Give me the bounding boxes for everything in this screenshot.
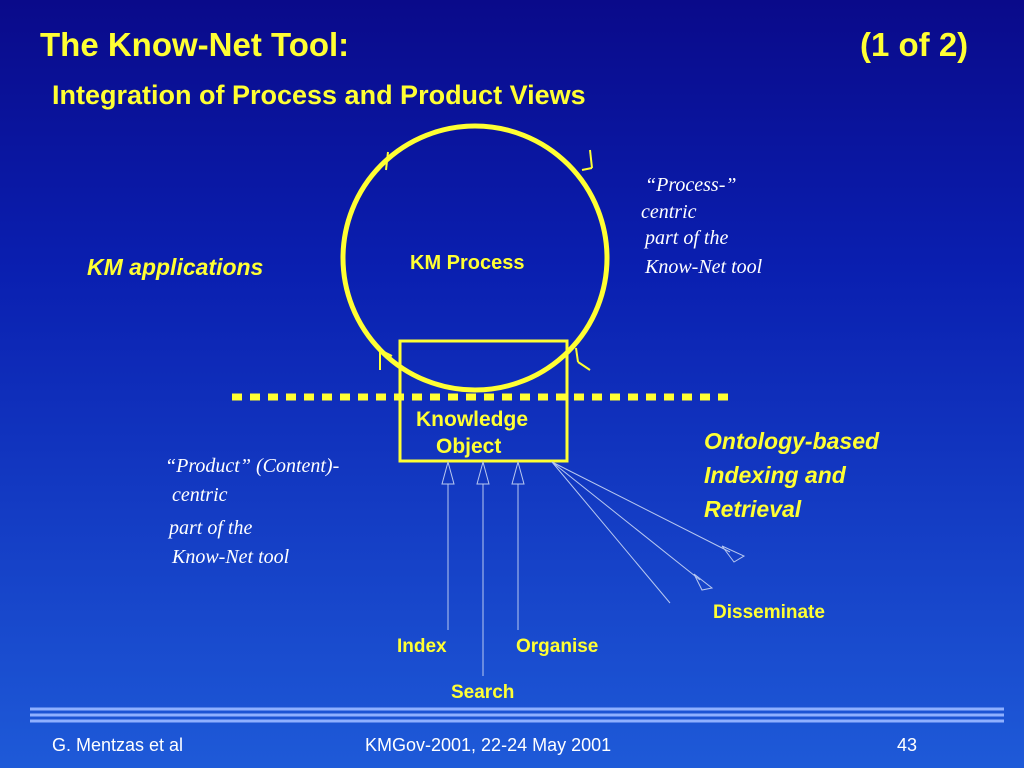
process-note-line-1: “Process-” xyxy=(645,174,737,196)
knowledge-object-box xyxy=(398,339,569,463)
knowledge-object-label-2: Object xyxy=(436,435,502,458)
disseminate-label: Disseminate xyxy=(713,602,825,623)
knowledge-object-label-1: Knowledge xyxy=(416,408,529,431)
footer-rule xyxy=(30,707,1004,723)
search-label: Search xyxy=(451,682,515,703)
cycle-ticks xyxy=(379,149,593,371)
ontology-note-line-3: Retrieval xyxy=(704,496,802,522)
km-process-circle xyxy=(340,123,610,393)
product-note-line-1: “Product” (Content)- xyxy=(165,455,340,477)
product-note-line-4: Know-Net tool xyxy=(172,546,290,568)
footer-event: KMGov-2001, 22-24 May 2001 xyxy=(365,735,612,755)
process-note-line-4: Know-Net tool xyxy=(645,256,763,278)
slide-subtitle: Integration of Process and Product Views xyxy=(52,80,586,110)
ontology-note-line-2: Indexing and xyxy=(704,462,846,488)
km-applications-label: KM applications xyxy=(87,254,264,280)
index-label: Index xyxy=(397,636,447,657)
product-note-line-3: part of the xyxy=(169,517,253,539)
product-note-line-2: centric xyxy=(172,484,228,506)
ontology-note-line-1: Ontology-based xyxy=(704,428,880,454)
footer-author: G. Mentzas et al xyxy=(52,735,184,755)
action-arrows xyxy=(441,460,746,676)
organise-label: Organise xyxy=(516,636,599,657)
process-note-line-2: centric xyxy=(641,201,697,223)
slide-title: The Know-Net Tool: xyxy=(40,26,350,63)
km-process-label: KM Process xyxy=(410,252,525,274)
slide-part-indicator: (1 of 2) xyxy=(860,26,969,63)
process-note-line-3: part of the xyxy=(645,227,729,249)
footer-slide-number: 43 xyxy=(897,735,918,755)
